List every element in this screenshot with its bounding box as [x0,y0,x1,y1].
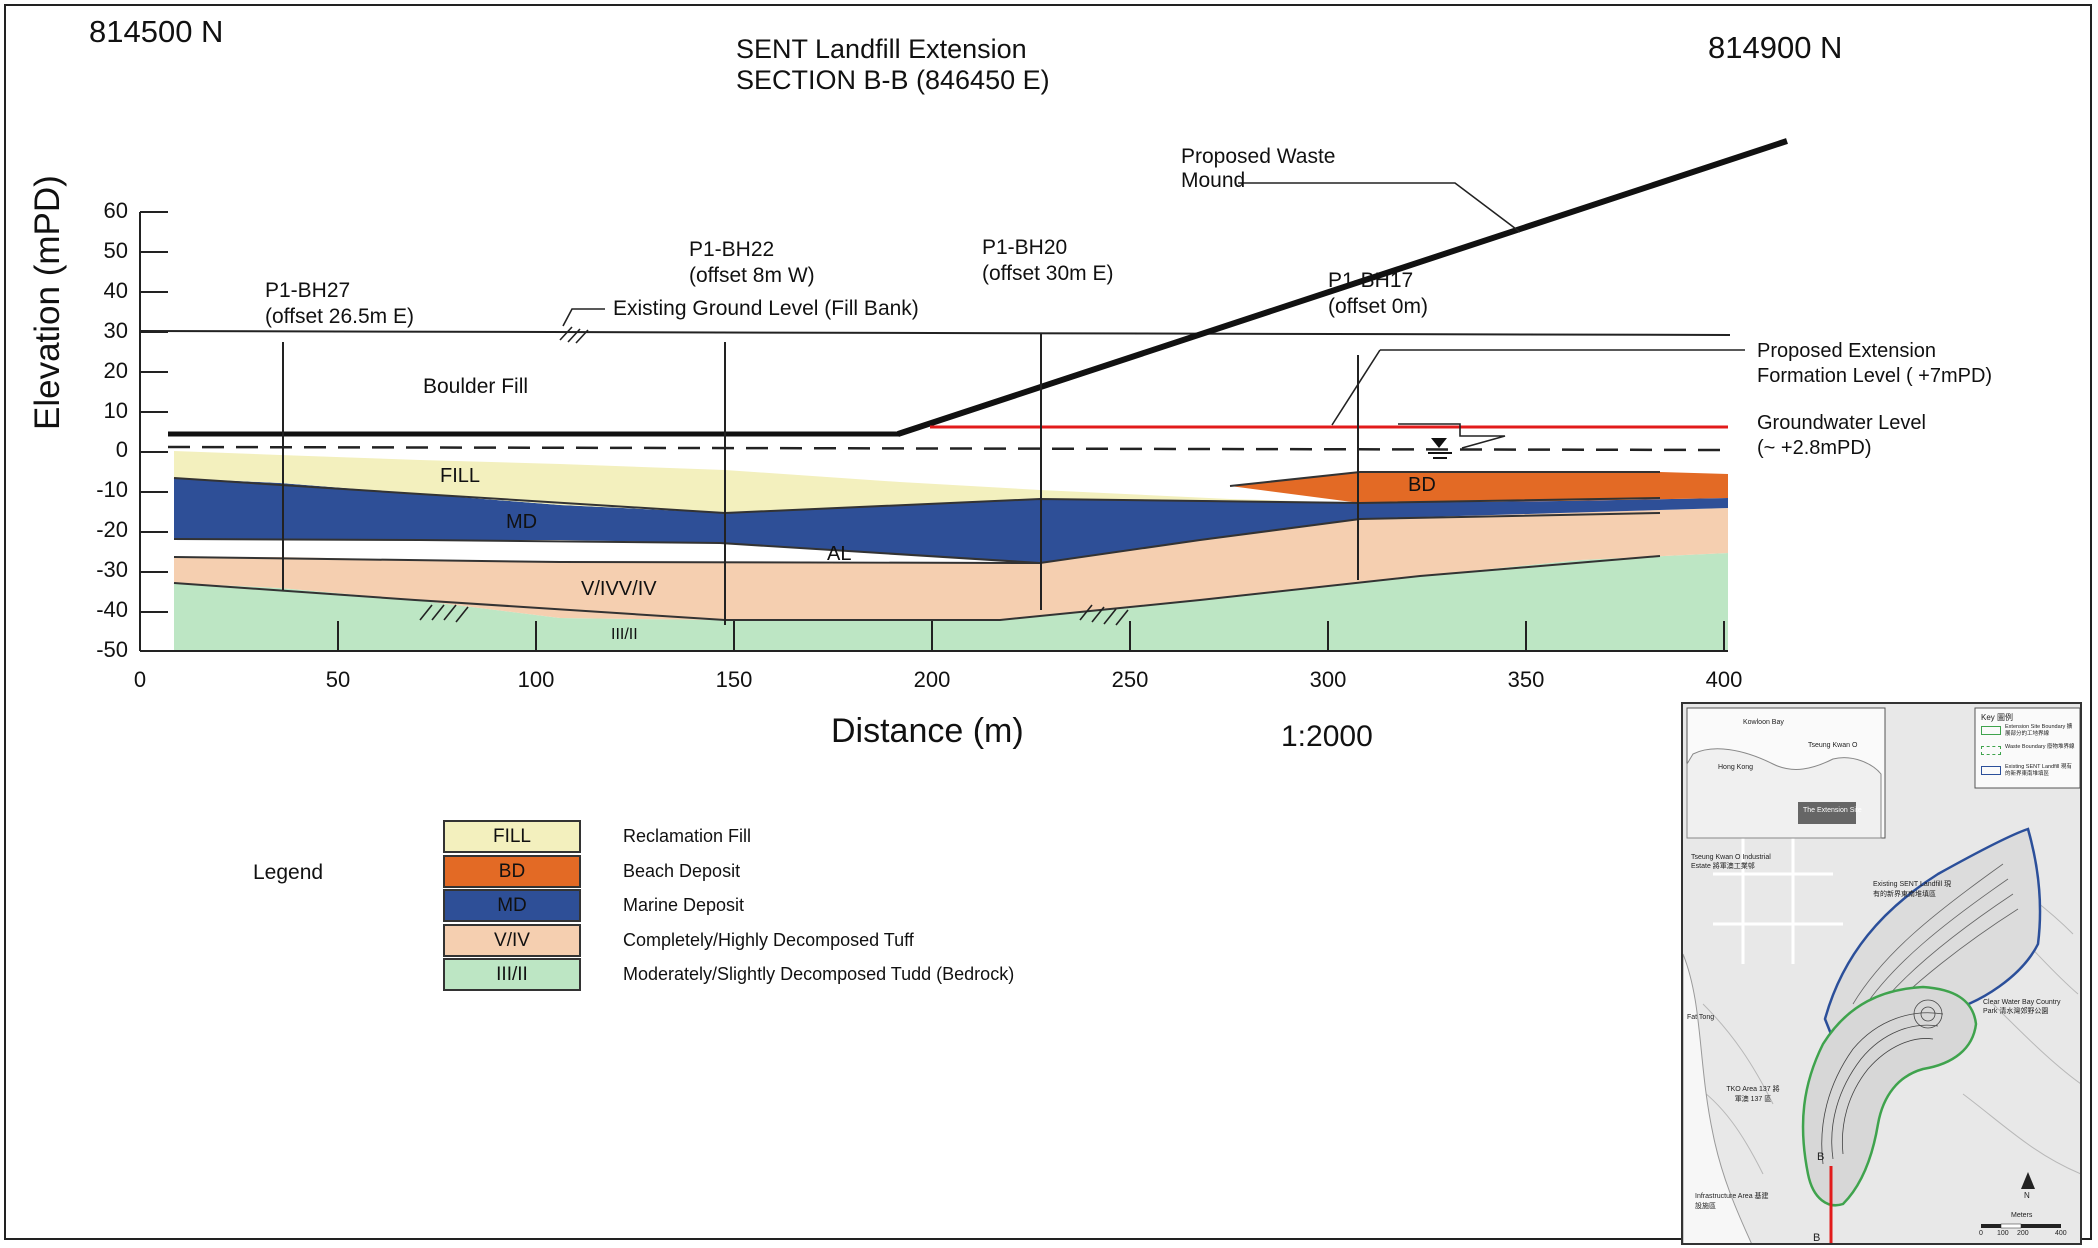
inset-place-industrial: Tseung Kwan O Industrial Estate 將軍澳工業邨 [1691,854,1771,870]
marine-deposit-layer [174,478,1728,563]
x-tick-label: 200 [913,667,951,692]
x-tick-label: 350 [1507,667,1545,692]
northing-left: 814500 N [89,14,224,49]
y-tick-label: -40 [96,597,128,622]
inset-place-pond: Fat Tong [1687,1014,1715,1021]
inset-scale-tick: 0 [1979,1230,1983,1237]
inset-scale-tick: 200 [2017,1230,2029,1237]
inset-key-label: Waste Boundary 廢物堆界線 [2005,744,2075,750]
x-tick-label: 50 [325,667,351,692]
formation-label-2: Formation Level ( +7mPD) [1757,365,1993,387]
bedrock-layer [174,553,1728,651]
inset-loc-tko: Tseung Kwan O [1808,742,1858,749]
y-tick-label: 40 [103,277,128,303]
legend-swatch: V/IV [443,923,581,957]
inset-meters-label: Meters [2011,1212,2033,1219]
borehole-bh27-name: P1-BH27 [265,279,351,302]
legend-swatch: III/II [443,958,581,991]
inset-key-label: Extension Site Boundary 擴展部分的工地界線 [2005,724,2073,737]
y-tick-label: -50 [96,636,128,662]
layer-label-md: MD [506,511,538,533]
y-tick-label: 50 [103,237,128,263]
y-tick-label: 0 [115,437,128,463]
y-tick-label: -30 [96,557,128,583]
groundwater-label-2: (~ +2.8mPD) [1757,437,1872,459]
inset-location-map: Key 圖例 Extension Site Boundary 擴展部分的工地界線… [1681,702,2082,1245]
legend-swatch: BD [443,854,581,888]
layer-label-fill: FILL [440,465,481,487]
y-tick-label: 10 [103,397,128,423]
inset-place-cwb: Clear Water Bay Country Park 清水灣郊野公園 [1983,999,2061,1015]
legend-description: Beach Deposit [623,860,741,881]
inset-key-swatch [1981,746,2001,755]
borehole-bh20-name: P1-BH20 [982,236,1068,259]
y-axis-label: Elevation (mPD) [28,175,67,430]
inset-place-tko137: TKO Area 137 將軍澳 137 區 [1726,1086,1780,1103]
x-tick-label: 400 [1705,667,1743,692]
borehole-bh22-name: P1-BH22 [689,238,775,261]
x-tick-label: 100 [517,667,555,692]
inset-section-b-bottom: B [1813,1232,1821,1244]
borehole-bh17-name: P1-BH17 [1328,269,1414,292]
y-tick-label: 60 [103,198,128,223]
y-tick-label: -20 [96,517,128,543]
inset-key-label: Existing SENT Landfill 現有的新界東南堆填區 [2005,764,2072,777]
inset-place-infra: Infrastructure Area 基建設施區 [1695,1193,1769,1210]
beach-deposit-layer [1230,472,1728,503]
x-tick-label: 0 [133,667,147,692]
borehole-bh20-offset: (offset 30m E) [982,262,1114,285]
x-tick-label: 300 [1309,667,1347,692]
legend-swatch: MD [443,889,581,922]
inset-key-swatch [1981,726,2001,735]
inset-loc-ext-site: The Extension Site [1803,807,1862,814]
legend-description: Completely/Highly Decomposed Tuff [623,929,914,950]
inset-map-svg [1683,704,2080,1243]
inset-section-b-top: B [1817,1151,1825,1163]
layer-label-al: AL [827,543,852,565]
y-tick-label: -10 [96,477,128,503]
layer-label-bd: BD [1408,474,1436,496]
legend-description: Moderately/Slightly Decomposed Tudd (Bed… [623,964,1015,984]
inset-key-title: Key 圖例 [1981,713,2014,722]
scale-label: 1:2000 [1281,720,1373,753]
drawing-frame [4,4,2092,1240]
x-tick-label: 250 [1111,667,1149,692]
inset-loc-kowloon-bay: Kowloon Bay [1743,719,1784,726]
legend-description: Marine Deposit [623,895,745,915]
waste-mound-label-1: Proposed Waste [1181,145,1336,168]
inset-scale-tick: 400 [2055,1230,2067,1237]
inset-key-swatch [1981,766,2001,775]
inset-loc-hk: Hong Kong [1718,764,1754,771]
inset-place-existing: Existing SENT Landfill 現有的新界東南堆填區 [1873,881,1952,898]
groundwater-label-1: Groundwater Level [1757,412,1926,434]
title-line1: SENT Landfill Extension [736,34,1027,64]
layer-label-iii: III/II [611,626,638,643]
layer-label-viv: V/IVV/IV [581,578,657,600]
legend-description: Reclamation Fill [623,826,752,846]
boulder-fill-label: Boulder Fill [423,375,529,398]
northing-right: 814900 N [1708,30,1843,65]
x-tick-label: 150 [715,667,753,692]
inset-north-label: N [2024,1191,2030,1200]
borehole-bh27-offset: (offset 26.5m E) [265,305,415,328]
title-line2: SECTION B-B (846450 E) [736,65,1050,95]
y-tick-label: 20 [103,357,128,383]
decomposed-tuff-layer [174,508,1728,620]
formation-label-1: Proposed Extension [1757,340,1937,362]
legend-title: Legend [253,861,324,884]
legend-swatch: FILL [443,820,581,853]
existing-ground-label: Existing Ground Level (Fill Bank) [613,297,919,320]
x-axis-label: Distance (m) [831,712,1024,750]
borehole-bh22-offset: (offset 8m W) [689,264,815,287]
inset-scale-tick: 100 [1997,1230,2009,1237]
waste-mound-label-2: Mound [1181,169,1246,192]
y-tick-label: 30 [103,317,128,343]
borehole-bh17-offset: (offset 0m) [1328,295,1428,318]
